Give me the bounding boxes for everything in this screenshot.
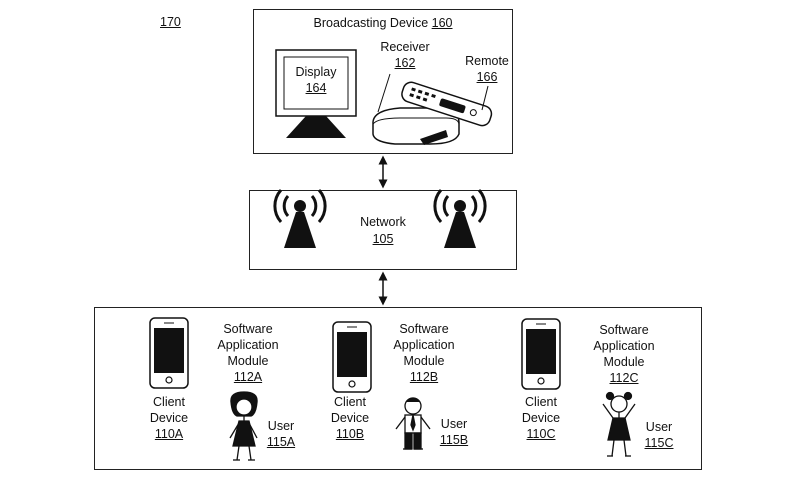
user-a-ref: 115A <box>266 435 296 449</box>
figure-ref: 170 <box>160 15 181 29</box>
user-a-label: User 115A <box>258 418 304 450</box>
software-module-c-ref: 112C <box>609 371 639 385</box>
display-ref: 164 <box>305 81 327 95</box>
user-c-ref: 115C <box>644 436 674 450</box>
client-device-a-line2: Device <box>149 411 189 425</box>
software-module-b-ref: 112B <box>409 370 439 384</box>
software-module-c-line2: Application <box>593 339 655 353</box>
user-icon-a <box>229 391 258 461</box>
software-module-a-ref: 112A <box>233 370 263 384</box>
receiver-label: Receiver <box>380 40 430 54</box>
client-device-b-label: Client Device 110B <box>320 394 380 442</box>
broadcasting-device-label: Broadcasting Device <box>313 16 429 30</box>
client-device-b-line1: Client <box>334 395 366 409</box>
user-b-label: User 115B <box>431 416 477 448</box>
remote-ref: 166 <box>476 70 498 84</box>
user-a-text: User <box>267 419 295 433</box>
software-module-b-line3: Module <box>403 354 445 368</box>
broadcasting-device-ref: 160 <box>431 16 453 30</box>
client-device-b-ref: 110B <box>335 427 365 441</box>
network-ref: 105 <box>372 232 394 246</box>
software-module-a-line2: Application <box>217 338 279 352</box>
software-module-c-line3: Module <box>603 355 645 369</box>
client-device-c-label: Client Device 110C <box>511 394 571 442</box>
software-module-b-line1: Software <box>399 322 449 336</box>
software-module-c-line1: Software <box>599 323 649 337</box>
receiver-ref: 162 <box>394 56 416 70</box>
user-b-text: User <box>440 417 468 431</box>
receiver-icon <box>372 107 460 145</box>
software-module-b-line2: Application <box>393 338 455 352</box>
client-device-a-ref: 110A <box>154 427 184 441</box>
user-c-text: User <box>645 420 673 434</box>
user-icon-b <box>395 397 431 450</box>
client-device-a-line1: Client <box>153 395 185 409</box>
client-device-icon-a <box>149 317 189 389</box>
display-label: Display <box>295 65 337 79</box>
network-label: Network <box>360 215 406 229</box>
display-icon <box>275 49 357 138</box>
software-module-a-label: Software Application Module 112A <box>208 321 288 385</box>
software-module-a-line3: Module <box>227 354 269 368</box>
user-icon-c <box>602 391 636 457</box>
broadcasting-device-title: Broadcasting Device 160 <box>253 15 513 31</box>
client-device-c-line2: Device <box>521 411 561 425</box>
user-b-ref: 115B <box>439 433 469 447</box>
software-module-a-line1: Software <box>223 322 273 336</box>
clients-box <box>94 307 702 470</box>
client-device-icon-b <box>332 321 372 393</box>
broadcast-tower-icon-right <box>433 188 487 250</box>
client-device-b-line2: Device <box>330 411 370 425</box>
client-device-icon-c <box>521 318 561 390</box>
remote-label: Remote <box>465 54 509 68</box>
broadcast-tower-icon-left <box>273 188 327 250</box>
software-module-b-label: Software Application Module 112B <box>384 321 464 385</box>
user-c-label: User 115C <box>636 419 682 451</box>
client-device-c-line1: Client <box>525 395 557 409</box>
client-device-a-label: Client Device 110A <box>139 394 199 442</box>
client-device-c-ref: 110C <box>526 427 556 441</box>
remote-icon <box>401 81 493 127</box>
software-module-c-label: Software Application Module 112C <box>584 322 664 386</box>
